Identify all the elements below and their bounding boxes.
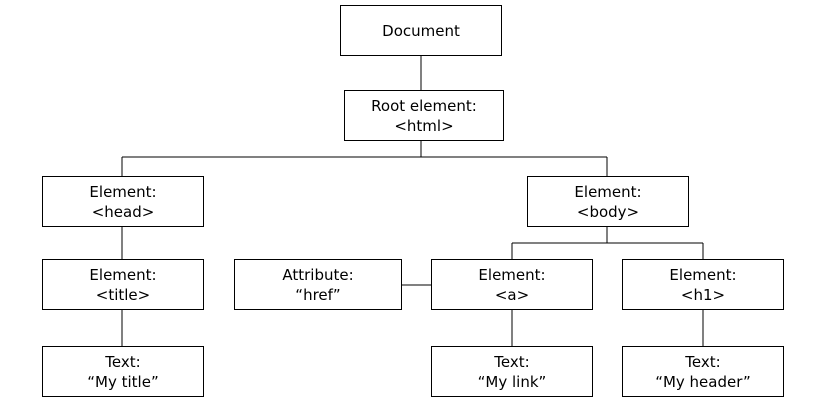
node-root-element-line2: <html> [394,116,454,135]
node-document: Document [340,5,502,56]
node-text-my-link: Text: “My link” [431,346,593,397]
node-element-title-line1: Element: [89,265,157,284]
node-text-my-title-line2: “My title” [87,372,159,391]
node-attribute-href-line1: Attribute: [282,265,354,284]
node-attribute-href: Attribute: “href” [234,259,402,310]
node-element-head-line1: Element: [89,182,157,201]
node-element-title: Element: <title> [42,259,204,310]
node-element-head: Element: <head> [42,176,204,227]
node-root-element-line1: Root element: [371,96,477,115]
node-element-a: Element: <a> [431,259,593,310]
node-element-head-line2: <head> [91,202,155,221]
node-element-h1-line1: Element: [669,265,737,284]
node-element-h1: Element: <h1> [622,259,784,310]
node-text-my-header: Text: “My header” [622,346,784,397]
node-text-my-title-line1: Text: [105,352,141,371]
node-element-body-line2: <body> [576,202,640,221]
node-document-label: Document [382,21,460,40]
node-element-a-line1: Element: [478,265,546,284]
node-element-body: Element: <body> [527,176,689,227]
node-text-my-header-line2: “My header” [655,372,751,391]
node-root-element: Root element: <html> [344,90,504,141]
node-text-my-title: Text: “My title” [42,346,204,397]
node-text-my-link-line2: “My link” [477,372,547,391]
node-text-my-header-line1: Text: [685,352,721,371]
node-element-a-line2: <a> [494,285,530,304]
node-element-title-line2: <title> [95,285,151,304]
node-attribute-href-line2: “href” [295,285,341,304]
node-element-h1-line2: <h1> [680,285,726,304]
node-element-body-line1: Element: [574,182,642,201]
node-text-my-link-line1: Text: [494,352,530,371]
